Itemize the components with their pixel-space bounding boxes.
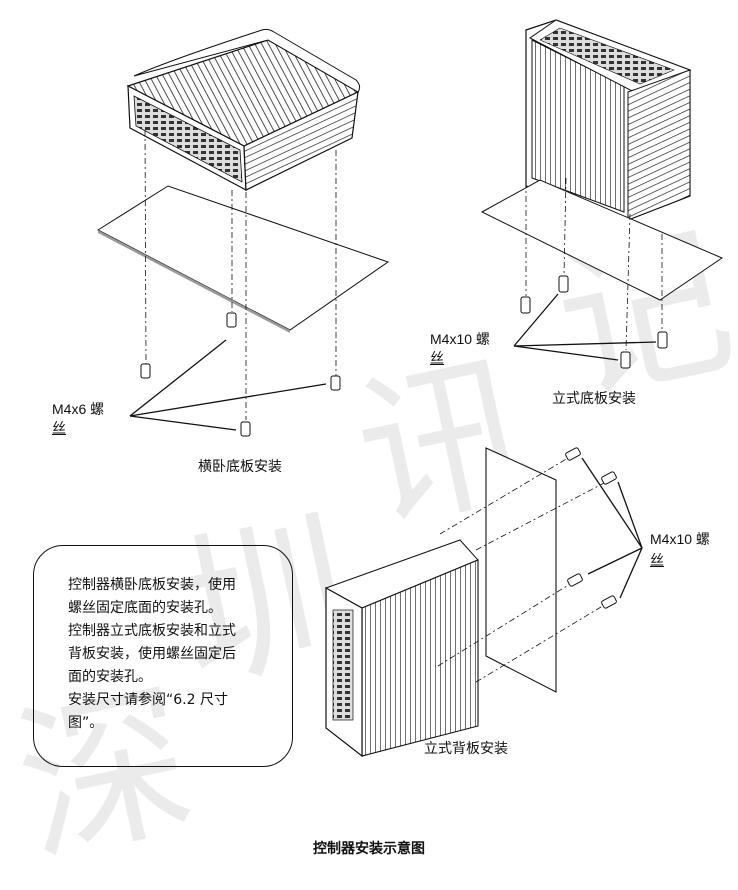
- screw-label-m4x10-tr-tail: 丝: [430, 351, 444, 367]
- screw-label-m4x6: M4x6 螺: [52, 401, 105, 417]
- base-plate-horizontal: [96, 185, 390, 333]
- screw-label-m4x10-br-tail: 丝: [650, 553, 664, 569]
- caption-vertical-backpanel: 立式背板安装: [424, 741, 508, 757]
- caption-horizontal-base: 横卧底板安装: [198, 459, 282, 475]
- screw-label-m4x6-tail: 丝: [52, 421, 66, 437]
- note-line: 安装尺寸请参阅“6.2 尺寸: [68, 692, 228, 708]
- note-line: 背板安装，使用螺丝固定后: [68, 646, 236, 662]
- screws-m4x10-back: [565, 447, 617, 609]
- note-line: 螺丝固定底面的安装孔。: [68, 600, 222, 616]
- screw-label-m4x10-br: M4x10 螺: [650, 531, 710, 547]
- note-line: 图”。: [68, 715, 104, 731]
- controller-vertical: [525, 19, 692, 221]
- leader-lines-tl: [129, 339, 327, 431]
- leader-lines-tr: [513, 293, 657, 361]
- note-line: 面的安装孔。: [68, 669, 152, 685]
- controller-horizontal: [126, 28, 361, 192]
- screw-label-m4x10-tr: M4x10 螺: [430, 331, 490, 347]
- note-line: 控制器横卧底板安装，使用: [68, 577, 236, 593]
- guide-lines-tr: [525, 177, 663, 351]
- caption-vertical-base: 立式底板安装: [552, 391, 636, 407]
- note-box: [33, 545, 293, 767]
- guide-lines-br: [437, 457, 607, 683]
- screws-m4x6: [140, 312, 341, 437]
- base-plate-vertical: [480, 179, 724, 301]
- back-plate: [485, 447, 557, 693]
- screws-m4x10-vertical: [520, 275, 668, 369]
- note-line: 控制器立式底板安装和立式: [68, 623, 236, 639]
- figure-caption: 控制器安装示意图: [313, 841, 425, 857]
- controller-backpanel: [324, 539, 479, 758]
- guide-lines-tl: [144, 129, 337, 420]
- leader-lines-br: [581, 457, 643, 599]
